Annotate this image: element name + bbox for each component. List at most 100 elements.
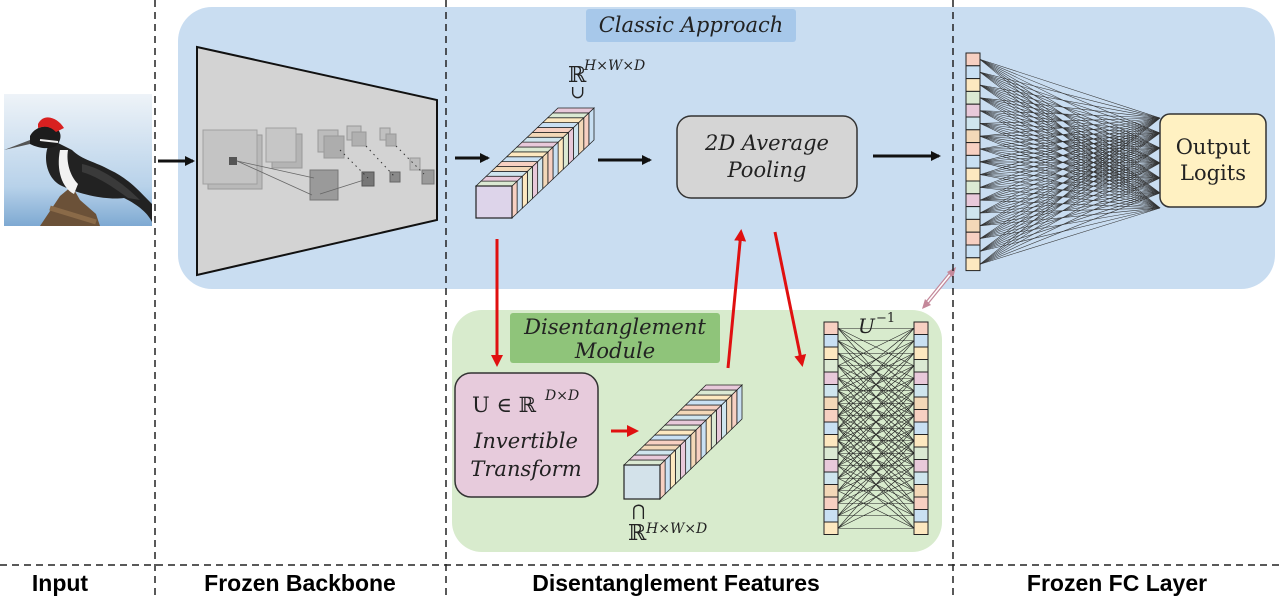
inverse-neuron-left	[823, 484, 839, 498]
fc-edge	[979, 84, 1161, 179]
transform-math: U ∈ ℝ D×D	[472, 388, 579, 417]
fc-neuron	[965, 167, 981, 182]
inverse-edge	[837, 353, 915, 441]
fc-edge	[979, 147, 1161, 227]
fc-edge	[979, 97, 1161, 179]
tensor-slice	[573, 121, 580, 161]
svg-text:ℝ: ℝ	[628, 521, 647, 546]
pooling-box	[676, 115, 858, 199]
tensor-slice-top	[623, 459, 667, 466]
inverse-edge	[837, 440, 915, 529]
fc-edge	[979, 162, 1161, 239]
inverse-neuron-left	[823, 409, 839, 423]
tensor-slice-top	[500, 156, 544, 163]
inverse-neuron-left	[823, 434, 839, 448]
fc-edge	[979, 117, 1161, 252]
fc-edge	[979, 123, 1161, 179]
fc-edge	[979, 192, 1161, 239]
tensor-slice-top	[546, 112, 590, 119]
fc-edge	[979, 110, 1161, 164]
inverse-neuron-right	[913, 496, 929, 510]
section-label-features: Disentanglement Features	[532, 570, 820, 596]
inverse-edge	[837, 365, 915, 454]
invertible-transform-box	[454, 372, 599, 498]
fc-edge	[979, 71, 1161, 179]
fc-neuron	[965, 142, 981, 156]
inverse-neuron-right	[913, 509, 929, 523]
tensor-slice	[685, 434, 692, 475]
fc-edge	[979, 132, 1161, 239]
tensor-slice	[659, 459, 666, 500]
fc-neuron	[965, 206, 981, 220]
inverse-neuron-left	[823, 384, 839, 398]
fc-edge	[979, 84, 1161, 134]
tensor-slice	[680, 439, 687, 480]
svg-text:H×W×D: H×W×D	[583, 58, 645, 74]
svg-text:D×D: D×D	[544, 388, 579, 404]
inverse-neuron-right	[913, 471, 929, 485]
fc-edge	[979, 117, 1161, 214]
fc-edge	[979, 59, 1161, 179]
inverse-neuron-right	[913, 371, 929, 385]
fc-edge	[979, 59, 1161, 149]
fc-edge	[979, 97, 1161, 149]
fc-edge	[979, 84, 1161, 149]
tensor-slice	[526, 165, 533, 205]
fc-edge	[979, 117, 1161, 227]
fc-edge	[979, 148, 1161, 179]
fc-edge	[979, 123, 1161, 149]
fc-edge	[979, 187, 1161, 209]
fc-neuron	[965, 116, 981, 131]
tensor-slice-top	[699, 384, 743, 391]
fc-edge	[979, 162, 1161, 201]
inverse-neuron-left	[823, 346, 839, 360]
tensor-slice	[583, 111, 590, 151]
tensor-slice-top	[669, 414, 713, 421]
input-bird-image	[4, 94, 153, 226]
tensor-slice-top	[689, 394, 733, 401]
fc-edge	[979, 59, 1161, 194]
tensor-slice	[588, 107, 595, 146]
tensor-slice	[705, 414, 712, 455]
inverse-edge	[837, 390, 915, 479]
module-label-line2: Module	[574, 339, 655, 363]
fc-edge	[979, 177, 1161, 201]
tensor-front-face	[623, 464, 661, 500]
fc-edge	[979, 147, 1161, 214]
tensor-slice	[578, 116, 585, 156]
fc-edge	[979, 110, 1161, 194]
fc-neuron	[965, 52, 981, 67]
tensor-slice-top	[480, 175, 524, 182]
fc-neuron	[965, 90, 981, 105]
tensor-slice-top	[551, 107, 596, 114]
tensor-slice	[516, 175, 523, 215]
fc-edge	[979, 162, 1161, 265]
transformed-dim-label: ⋂ ℝ H×W×D	[628, 501, 707, 546]
svg-text:ℝ: ℝ	[568, 63, 587, 88]
fc-neuron	[965, 193, 981, 208]
inverse-edge	[837, 465, 915, 529]
tensor-slice-top	[633, 449, 677, 456]
section-label-input: Input	[32, 570, 89, 596]
inverse-neuron-left	[823, 496, 839, 510]
fc-edge	[979, 147, 1161, 265]
fc-edge	[979, 117, 1161, 201]
fc-edge	[979, 117, 1161, 175]
fc-edge	[979, 71, 1161, 119]
fc-edge	[979, 147, 1161, 201]
tensor-slice-top	[648, 434, 692, 441]
fc-edge	[979, 59, 1161, 134]
fc-neuron-column	[965, 52, 981, 272]
fc-edge	[979, 132, 1161, 214]
tensor-slice	[521, 170, 528, 210]
inverse-neuron-right	[913, 334, 929, 348]
inverse-edge	[837, 490, 915, 529]
tensor-slice-top	[510, 146, 555, 153]
inverse-neuron-right	[913, 459, 929, 473]
tensor-slice	[562, 131, 569, 171]
red-arrow-pooling-to-inverse	[773, 231, 807, 367]
inverse-neuron-left	[823, 509, 839, 523]
fc-edge	[979, 132, 1161, 227]
tensor-slice-top	[485, 170, 529, 177]
